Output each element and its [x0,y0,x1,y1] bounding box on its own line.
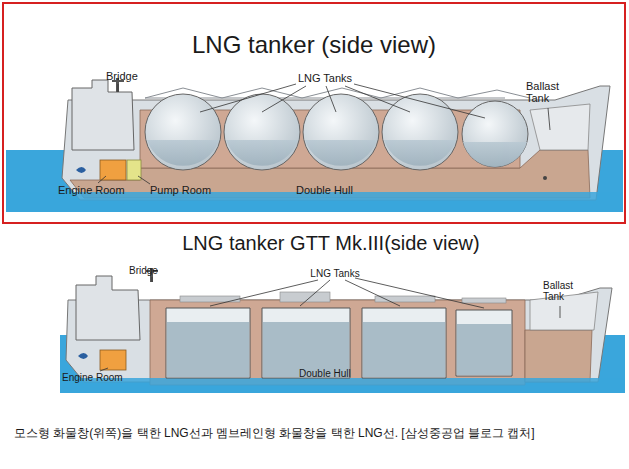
panel-heading: LNG tanker (side view) [192,32,436,58]
part-label: Double Hull [299,368,351,379]
part-label: Ballast Tank [526,80,572,104]
part-label: Bridge [106,70,138,82]
panel-heading: LNG tanker GTT Mk.III(side view) [182,232,479,254]
part-label: Ballast Tank [543,280,585,302]
part-label: LNG Tanks [310,268,359,279]
part-label: Double Hull [296,184,353,196]
part-label: Engine Room [62,372,123,383]
part-label: Bridge [129,265,158,276]
part-label: Engine Room [58,184,125,196]
part-label: Pump Room [150,184,211,196]
figure-caption: 모스형 화물창(위쪽)을 택한 LNG선과 멤브레인형 화물창을 택한 LNG선… [14,427,535,440]
part-label: LNG Tanks [298,72,352,84]
